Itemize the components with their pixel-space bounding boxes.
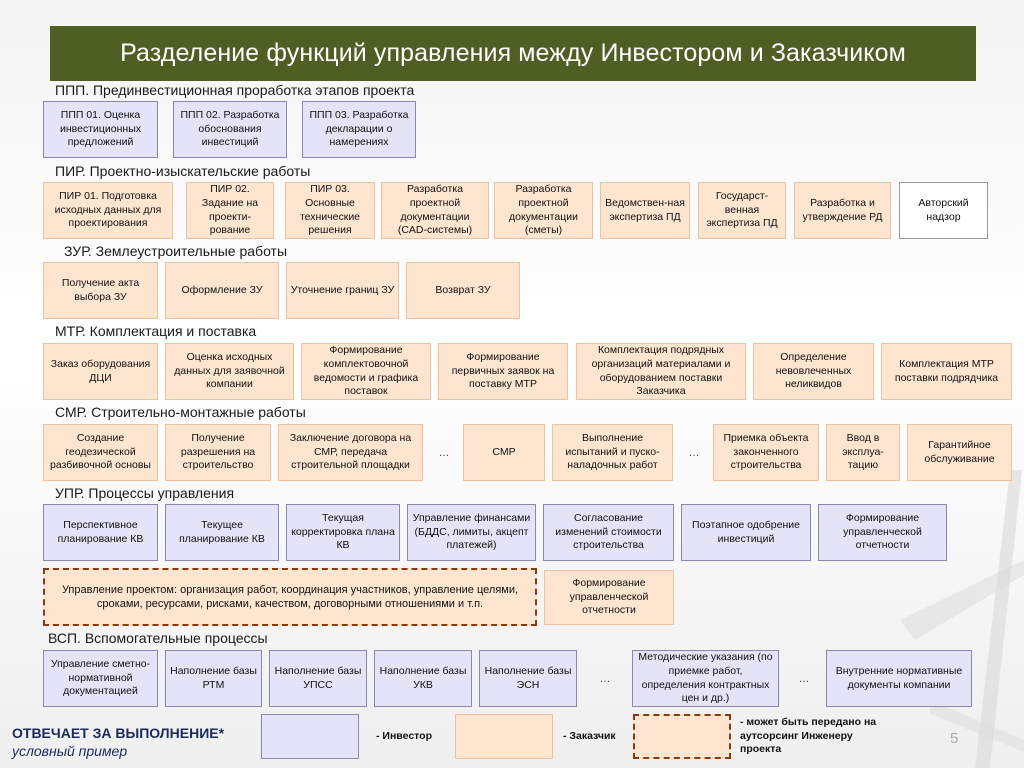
vsp-esn-base-box: Наполнение базы ЭСН	[479, 650, 577, 707]
pir-departmental-expertise-box: Ведомствен-ная экспертиза ПД	[600, 182, 690, 239]
mtr-completion-sheet-box: Формирование комплектовочной ведомости и…	[301, 343, 431, 400]
zur-return-box: Возврат ЗУ	[406, 262, 520, 319]
section-heading-pir: ПИР. Проектно-изыскательские работы	[55, 163, 311, 179]
mtr-contractor-supply-box: Комплектация подрядных организаций матер…	[576, 343, 746, 400]
ppp-02-box: ППП 02. Разработка обоснования инвестици…	[173, 101, 287, 158]
section-heading-mtr: МТР. Комплектация и поставка	[55, 323, 257, 339]
mtr-primary-requests-box: Формирование первичных заявок на поставк…	[438, 343, 568, 400]
legend-customer-swatch	[455, 714, 553, 759]
zur-boundaries-box: Уточнение границ ЗУ	[286, 262, 399, 319]
upr-customer-reporting-box: Формирование управленческой отчетности	[544, 570, 674, 625]
vsp-ukv-base-box: Наполнение базы УКВ	[374, 650, 472, 707]
vsp-rtm-base-box: Наполнение базы РТМ	[165, 650, 262, 707]
mtr-illiquid-box: Определение невовлеченных неликвидов	[753, 343, 874, 400]
smr-commissioning-operation-box: Ввод в эксплуа-тацию	[826, 424, 900, 481]
section-heading-ppp: ППП. Прединвестиционная проработка этапо…	[55, 82, 415, 98]
vsp-internal-docs-box: Внутренние нормативные документы компани…	[826, 650, 972, 707]
legend-investor-swatch	[261, 714, 359, 759]
section-heading-upr: УПР. Процессы управления	[55, 485, 235, 501]
smr-warranty-box: Гарантийное обслуживание	[907, 424, 1012, 481]
legend-heading: ОТВЕЧАЕТ ЗА ВЫПОЛНЕНИЕ*	[12, 725, 225, 741]
slide-title: Разделение функций управления между Инве…	[50, 26, 976, 81]
upr-project-management-box: Управление проектом: организация работ, …	[43, 568, 537, 626]
vsp-estimate-docs-box: Управление сметно-нормативной документац…	[43, 650, 158, 707]
section-heading-zur: ЗУР. Землеустроительные работы	[64, 243, 288, 259]
upr-finance-box: Управление финансами (БДДС, лимиты, акце…	[407, 504, 536, 561]
legend-subheading: условный пример	[12, 743, 128, 759]
upr-cost-changes-box: Согласование изменений стоимости строите…	[543, 504, 674, 561]
smr-construction-box: СМР	[463, 424, 545, 481]
smr-ellipsis-2: …	[688, 446, 700, 459]
vsp-ellipsis-2: …	[798, 672, 810, 685]
upr-current-planning-box: Текущее планирование КВ	[165, 504, 279, 561]
pir-01-box: ПИР 01. Подготовка исходных данных для п…	[43, 182, 173, 239]
vsp-methodical-box: Методические указания (по приемке работ,…	[632, 650, 779, 707]
slide-number: 5	[950, 730, 959, 747]
pir-author-supervision-box: Авторский надзор	[899, 182, 988, 239]
ppp-03-box: ППП 03. Разработка декларации о намерени…	[302, 101, 416, 158]
vsp-upss-base-box: Наполнение базы УПСС	[269, 650, 367, 707]
upr-plan-adjustment-box: Текущая корректировка плана КВ	[286, 504, 400, 561]
legend-investor-label: - Инвестор	[376, 730, 432, 742]
smr-contract-box: Заключение договора на СМР, передача стр…	[278, 424, 423, 481]
upr-investment-approval-box: Поэтапное одобрение инвестиций	[681, 504, 811, 561]
smr-ellipsis-1: …	[438, 446, 450, 459]
pir-project-docs-estimates-box: Разработка проектной документации (сметы…	[494, 182, 593, 239]
pir-state-expertise-box: Государст-венная экспертиза ПД	[698, 182, 786, 239]
smr-geodetic-box: Создание геодезической разбивочной основ…	[43, 424, 158, 481]
pir-03-box: ПИР 03. Основные технические решения	[285, 182, 375, 239]
mtr-contractor-completion-box: Комплектация МТР поставки подрядчика	[881, 343, 1012, 400]
mtr-equipment-order-box: Заказ оборудования ДЦИ	[43, 343, 158, 400]
smr-acceptance-box: Приемка объекта законченного строительст…	[713, 424, 819, 481]
legend-outsource-swatch	[633, 714, 731, 759]
upr-long-term-planning-box: Перспективное планирование КВ	[43, 504, 158, 561]
legend-outsource-label: - может быть передано на аутсорсинг Инже…	[740, 716, 877, 756]
vsp-ellipsis-1: …	[599, 672, 611, 685]
pir-02-box: ПИР 02. Задание на проекти-рование	[186, 182, 274, 239]
ppp-01-box: ППП 01. Оценка инвестиционных предложени…	[43, 101, 158, 158]
smr-permit-box: Получение разрешения на строительство	[165, 424, 271, 481]
section-heading-smr: СМР. Строительно-монтажные работы	[55, 404, 306, 420]
section-heading-vsp: ВСП. Вспомогательные процессы	[48, 630, 268, 646]
smr-commissioning-box: Выполнение испытаний и пуско-наладочных …	[552, 424, 673, 481]
pir-working-docs-box: Разработка и утверждение РД	[794, 182, 891, 239]
legend-customer-label: - Заказчик	[563, 730, 616, 742]
mtr-source-data-box: Оценка исходных данных для заявочной ком…	[165, 343, 294, 400]
zur-land-act-box: Получение акта выбора ЗУ	[43, 262, 158, 319]
pir-project-docs-cad-box: Разработка проектной документации (CAD-с…	[381, 182, 489, 239]
zur-registration-box: Оформление ЗУ	[165, 262, 279, 319]
upr-investor-reporting-box: Формирование управленческой отчетности	[818, 504, 947, 561]
